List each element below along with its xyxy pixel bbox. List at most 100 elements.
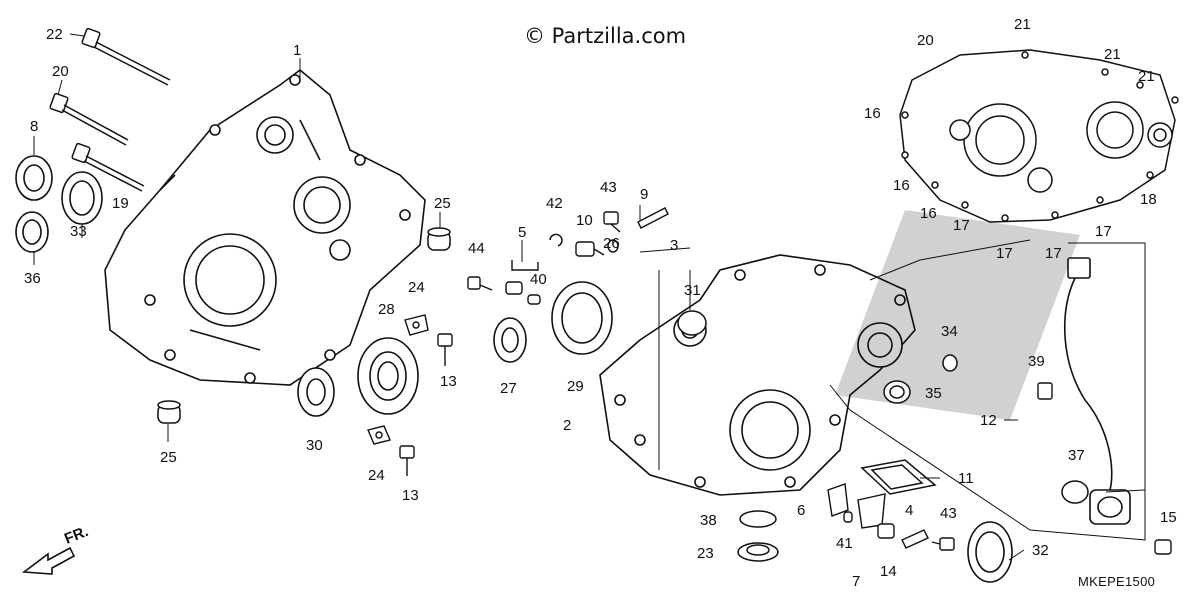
label-21-b[interactable]: 21 xyxy=(1104,46,1121,63)
label-42[interactable]: 42 xyxy=(546,195,563,212)
label-20-right[interactable]: 20 xyxy=(917,32,934,49)
label-43-lower[interactable]: 43 xyxy=(940,505,957,522)
label-27[interactable]: 27 xyxy=(500,380,517,397)
sensor-harness[interactable] xyxy=(1063,257,1131,525)
label-32[interactable]: 32 xyxy=(1032,542,1049,559)
label-24-upper[interactable]: 24 xyxy=(408,279,425,296)
label-4[interactable]: 4 xyxy=(905,502,913,519)
crankcase-inner-view[interactable] xyxy=(899,49,1179,223)
oil-seal-32[interactable] xyxy=(967,521,1013,583)
bolt-22[interactable] xyxy=(81,27,171,86)
oil-seal-34[interactable] xyxy=(942,354,958,372)
label-5[interactable]: 5 xyxy=(518,224,526,241)
right-crankcase[interactable] xyxy=(599,254,916,496)
label-35[interactable]: 35 xyxy=(925,385,942,402)
bolt-20[interactable] xyxy=(49,92,129,146)
label-13-upper[interactable]: 13 xyxy=(440,373,457,390)
label-10[interactable]: 10 xyxy=(576,212,593,229)
label-30[interactable]: 30 xyxy=(306,437,323,454)
o-ring-26[interactable] xyxy=(607,239,619,253)
oil-seal-8[interactable] xyxy=(15,155,53,201)
bearing-27[interactable] xyxy=(493,317,527,363)
label-17-d[interactable]: 17 xyxy=(1095,223,1112,240)
label-9[interactable]: 9 xyxy=(640,186,648,203)
bolt-43-upper[interactable] xyxy=(603,211,621,233)
oil-seal-31[interactable] xyxy=(677,310,707,336)
pin-41[interactable] xyxy=(843,511,853,523)
label-20-left[interactable]: 20 xyxy=(52,63,69,80)
bolt-44[interactable] xyxy=(467,276,493,291)
label-15[interactable]: 15 xyxy=(1160,509,1177,526)
label-16-a[interactable]: 16 xyxy=(864,105,881,122)
oil-seal-33[interactable] xyxy=(61,171,103,225)
bolt-43-lower[interactable] xyxy=(931,537,955,551)
label-18[interactable]: 18 xyxy=(1140,191,1157,208)
dowel-pin-25-lower[interactable] xyxy=(157,400,181,424)
label-17-a[interactable]: 17 xyxy=(953,217,970,234)
label-21-a[interactable]: 21 xyxy=(1014,16,1031,33)
label-16-b[interactable]: 16 xyxy=(893,177,910,194)
plate-6[interactable] xyxy=(827,483,849,517)
label-33[interactable]: 33 xyxy=(70,223,87,240)
plug-23[interactable] xyxy=(737,542,779,562)
bolt-15[interactable] xyxy=(1154,539,1172,555)
label-21-c[interactable]: 21 xyxy=(1138,68,1155,85)
bearing-29[interactable] xyxy=(551,281,613,355)
bolt-13-lower[interactable] xyxy=(399,445,415,476)
label-17-b[interactable]: 17 xyxy=(996,245,1013,262)
o-ring-38[interactable] xyxy=(739,510,777,528)
label-41[interactable]: 41 xyxy=(836,535,853,552)
label-28[interactable]: 28 xyxy=(378,301,395,318)
label-25-lower[interactable]: 25 xyxy=(160,449,177,466)
gasket-11[interactable] xyxy=(860,459,937,495)
label-43-upper[interactable]: 43 xyxy=(600,179,617,196)
label-11[interactable]: 11 xyxy=(958,470,974,487)
label-6[interactable]: 6 xyxy=(797,502,805,519)
clip-42[interactable] xyxy=(549,233,563,247)
label-3[interactable]: 3 xyxy=(670,237,678,254)
label-14[interactable]: 14 xyxy=(880,563,897,580)
plate-24-lower[interactable] xyxy=(367,425,391,445)
clamp-39[interactable] xyxy=(1037,382,1053,400)
bolt-13-upper[interactable] xyxy=(437,333,453,366)
fitting-5[interactable] xyxy=(505,260,539,295)
oil-seal-35[interactable] xyxy=(883,380,911,404)
label-17-c[interactable]: 17 xyxy=(1045,245,1062,262)
label-19[interactable]: 19 xyxy=(112,195,129,212)
label-36[interactable]: 36 xyxy=(24,270,41,287)
label-2[interactable]: 2 xyxy=(563,417,571,434)
valve-10[interactable] xyxy=(575,241,605,257)
label-39[interactable]: 39 xyxy=(1028,353,1045,370)
label-31[interactable]: 31 xyxy=(684,282,701,299)
label-22[interactable]: 22 xyxy=(46,26,63,43)
plate-24-upper[interactable] xyxy=(404,314,429,336)
label-1[interactable]: 1 xyxy=(293,42,301,59)
o-ring-37[interactable] xyxy=(1061,480,1089,504)
bolt-19[interactable] xyxy=(71,142,145,192)
label-37[interactable]: 37 xyxy=(1068,447,1085,464)
label-29[interactable]: 29 xyxy=(567,378,584,395)
label-13-lower[interactable]: 13 xyxy=(402,487,419,504)
label-7[interactable]: 7 xyxy=(852,573,860,590)
label-24-lower[interactable]: 24 xyxy=(368,467,385,484)
plate-9[interactable] xyxy=(637,207,669,229)
label-23[interactable]: 23 xyxy=(697,545,714,562)
bearing-36[interactable] xyxy=(15,211,49,253)
label-26[interactable]: 26 xyxy=(603,235,620,252)
label-38[interactable]: 38 xyxy=(700,512,717,529)
bolt-14[interactable] xyxy=(877,523,895,539)
label-34[interactable]: 34 xyxy=(941,323,958,340)
label-25-upper[interactable]: 25 xyxy=(434,195,451,212)
label-44[interactable]: 44 xyxy=(468,240,485,257)
bearing-30[interactable] xyxy=(297,367,335,417)
pin-4[interactable] xyxy=(901,529,929,549)
label-16-c[interactable]: 16 xyxy=(920,205,937,222)
dowel-pin-25-upper[interactable] xyxy=(427,227,451,251)
left-crankcase[interactable] xyxy=(104,68,426,386)
label-12[interactable]: 12 xyxy=(980,412,997,429)
label-8[interactable]: 8 xyxy=(30,118,38,135)
crank-bearing[interactable] xyxy=(357,337,419,415)
label-40[interactable]: 40 xyxy=(530,271,547,288)
pin-40[interactable] xyxy=(527,294,541,305)
cover-7[interactable] xyxy=(857,493,886,529)
